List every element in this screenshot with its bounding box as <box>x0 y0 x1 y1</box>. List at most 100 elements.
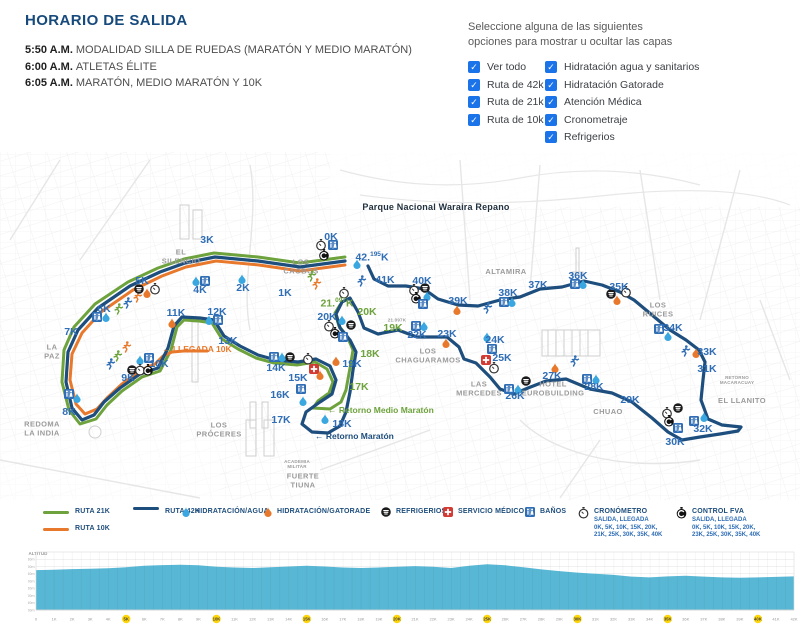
checkbox-icon <box>545 61 557 73</box>
checkbox-icon <box>545 131 557 143</box>
layer-column-1: Ver todoRuta de 42kRuta de 21kRuta de 10… <box>468 61 545 143</box>
svg-text:900m: 900m <box>28 565 35 569</box>
svg-text:28K: 28K <box>538 617 545 622</box>
svg-text:13K: 13K <box>267 617 274 622</box>
svg-text:1K: 1K <box>52 617 57 622</box>
svg-text:15K: 15K <box>303 617 311 622</box>
svg-text:6K: 6K <box>142 617 147 622</box>
layer-checkbox-refrigerios[interactable]: Refrigerios <box>545 131 699 143</box>
checkbox-label: Refrigerios <box>564 131 615 143</box>
svg-text:8K: 8K <box>178 617 183 622</box>
schedule-row: 6:05 A.M.MARATÓN, MEDIO MARATÓN Y 10K <box>25 75 412 92</box>
svg-text:39K: 39K <box>736 617 743 622</box>
svg-text:27K: 27K <box>520 617 527 622</box>
svg-text:35K: 35K <box>664 617 672 622</box>
svg-text:21K: 21K <box>411 617 418 622</box>
svg-text:29K: 29K <box>556 617 563 622</box>
svg-text:14K: 14K <box>285 617 292 622</box>
svg-text:750m: 750m <box>28 587 35 591</box>
checkbox-label: Ruta de 10k <box>487 113 544 126</box>
layer-checkbox-cronometraje[interactable]: Cronometraje <box>545 113 699 126</box>
svg-text:22K: 22K <box>429 617 436 622</box>
layer-checkbox-ver-todo[interactable]: Ver todo <box>468 61 545 73</box>
svg-text:600m: 600m <box>28 608 35 612</box>
checkbox-label: Cronometraje <box>564 113 628 126</box>
svg-text:9K: 9K <box>196 617 201 622</box>
start-schedule: 5:50 A.M.MODALIDAD SILLA DE RUEDAS (MARA… <box>25 42 412 92</box>
svg-text:36K: 36K <box>682 617 689 622</box>
layer-panel: Seleccione alguna de las siguientes opci… <box>468 20 699 143</box>
svg-text:26K: 26K <box>502 617 509 622</box>
page-title: HORARIO DE SALIDA <box>25 12 188 29</box>
svg-text:ALTITUD: ALTITUD <box>29 551 49 556</box>
ruta-21k <box>60 251 355 426</box>
svg-text:42K: 42K <box>790 617 797 622</box>
checkbox-label: Atención Médica <box>564 96 642 108</box>
svg-text:850m: 850m <box>28 572 35 576</box>
checkbox-icon <box>468 61 480 73</box>
svg-text:34K: 34K <box>646 617 653 622</box>
checkbox-icon <box>545 96 557 108</box>
svg-text:800m: 800m <box>28 579 35 583</box>
svg-text:17K: 17K <box>339 617 346 622</box>
svg-text:25K: 25K <box>483 617 491 622</box>
svg-text:0: 0 <box>35 617 38 622</box>
svg-text:2K: 2K <box>70 617 75 622</box>
svg-text:12K: 12K <box>249 617 256 622</box>
layer-checkbox-ruta-de-42k[interactable]: Ruta de 42k <box>468 78 545 91</box>
schedule-row: 5:50 A.M.MODALIDAD SILLA DE RUEDAS (MARA… <box>25 42 412 59</box>
svg-text:30K: 30K <box>574 617 582 622</box>
checkbox-icon <box>468 113 480 126</box>
svg-text:19K: 19K <box>375 617 382 622</box>
intro-line-1: Seleccione alguna de las siguientes <box>468 21 643 33</box>
landmarks <box>88 204 601 457</box>
layer-panel-intro: Seleccione alguna de las siguientes opci… <box>468 20 699 50</box>
svg-text:24K: 24K <box>466 617 473 622</box>
elevation-chart: ALTITUD 950m 900m 850m 800m 750m 700m 650m 600m 0… <box>28 551 798 624</box>
svg-text:31K: 31K <box>592 617 599 622</box>
schedule-row: 6:00 A.M.ATLETAS ÉLITE <box>25 59 412 76</box>
intro-line-2: opciones para mostrar u ocultar las capa… <box>468 36 673 48</box>
svg-text:41K: 41K <box>772 617 779 622</box>
svg-text:650m: 650m <box>28 601 35 605</box>
svg-text:37K: 37K <box>700 617 707 622</box>
checkbox-icon <box>545 113 557 126</box>
schedule-label: ATLETAS ÉLITE <box>75 60 157 73</box>
schedule-time: 5:50 A.M. <box>25 44 73 56</box>
schedule-time: 6:00 A.M. <box>25 60 73 73</box>
svg-text:32K: 32K <box>610 617 617 622</box>
checkbox-icon <box>545 78 557 91</box>
layer-checkbox-hidrataci-n-gatorade[interactable]: Hidratación Gatorade <box>545 78 699 91</box>
checkbox-icon <box>468 78 480 91</box>
checkbox-label: Ruta de 21k <box>487 96 544 108</box>
layer-checkbox-atenci-n-m-dica[interactable]: Atención Médica <box>545 96 699 108</box>
checkbox-label: Ver todo <box>487 61 527 73</box>
svg-text:3K: 3K <box>88 617 93 622</box>
svg-text:40K: 40K <box>754 617 762 622</box>
svg-text:11K: 11K <box>231 617 238 622</box>
svg-text:38K: 38K <box>718 617 725 622</box>
street-grid <box>0 152 800 500</box>
svg-text:700m: 700m <box>28 594 35 598</box>
svg-text:950m: 950m <box>28 558 35 562</box>
schedule-time: 6:05 A.M. <box>25 77 73 89</box>
svg-text:5K: 5K <box>124 617 129 622</box>
layer-checkbox-ruta-de-21k[interactable]: Ruta de 21k <box>468 96 545 108</box>
svg-text:33K: 33K <box>628 617 635 622</box>
checkbox-label: Hidratación agua y sanitarios <box>564 61 700 73</box>
header: HORARIO DE SALIDA 5:50 A.M.MODALIDAD SIL… <box>25 12 412 92</box>
checkbox-label: Hidratación Gatorade <box>564 78 664 91</box>
svg-text:23K: 23K <box>448 617 455 622</box>
layer-checkbox-ruta-de-10k[interactable]: Ruta de 10k <box>468 113 545 126</box>
svg-text:16K: 16K <box>321 617 328 622</box>
checkbox-icon <box>468 96 480 108</box>
layer-column-2: Hidratación agua y sanitariosHidratación… <box>545 61 699 143</box>
elevation-area <box>36 564 794 610</box>
svg-text:7K: 7K <box>160 617 165 622</box>
layer-checkbox-hidrataci-n-agua-y-sanitarios[interactable]: Hidratación agua y sanitarios <box>545 61 699 73</box>
svg-text:20K: 20K <box>393 617 401 622</box>
checkbox-label: Ruta de 42k <box>487 78 544 91</box>
svg-text:10K: 10K <box>213 617 221 622</box>
